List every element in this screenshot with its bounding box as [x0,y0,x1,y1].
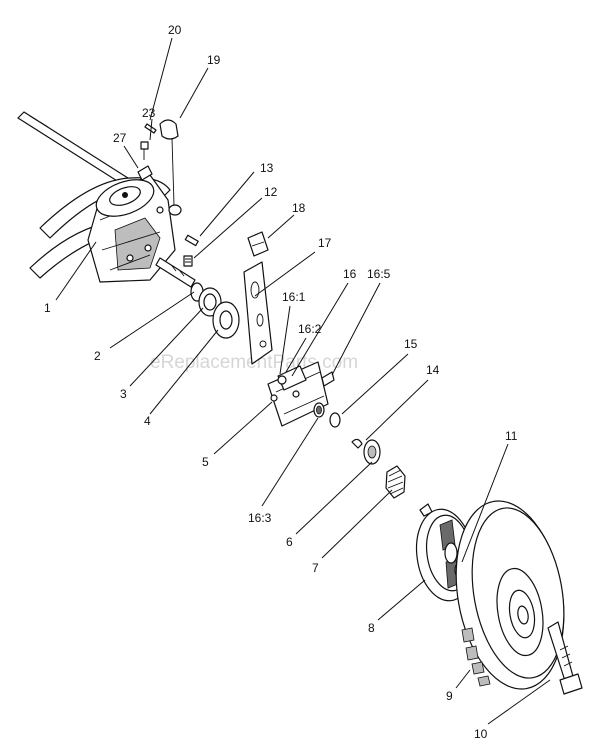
label-13: 13 [260,161,274,175]
label-16-3: 16:3 [248,511,272,525]
label-11: 11 [505,429,518,443]
label-6: 6 [286,535,293,549]
label-16: 16 [343,267,357,281]
label-17: 17 [318,236,332,250]
shift-linkage-parts [137,119,182,216]
label-15: 15 [404,337,418,351]
bracket-part-18 [247,231,269,257]
wheel-bolt [547,621,583,695]
label-1: 1 [44,301,51,315]
label-23: 23 [142,106,156,120]
callout-labels: 20 19 23 27 13 12 18 17 16 16:5 16:1 16:… [44,23,518,741]
label-20: 20 [168,23,182,37]
label-18: 18 [292,201,306,215]
label-8: 8 [368,621,375,635]
label-27: 27 [113,131,127,145]
label-16-5: 16:5 [367,267,391,281]
label-10: 10 [474,727,488,741]
label-16-1: 16:1 [282,290,306,304]
height-adjust-assembly [267,361,335,427]
label-7: 7 [312,561,319,575]
label-12: 12 [264,185,278,199]
key-and-screw [183,234,199,267]
label-16-2: 16:2 [298,322,322,336]
plate-part-17 [243,261,273,365]
leader-lines [55,37,551,725]
label-9: 9 [446,689,453,703]
label-5: 5 [202,455,209,469]
label-3: 3 [120,387,127,401]
pinion-gear [385,465,406,499]
label-4: 4 [144,414,151,428]
label-19: 19 [207,53,221,67]
label-2: 2 [94,349,101,363]
label-14: 14 [426,363,440,377]
washers-bearings [190,282,240,339]
spacer-and-pawl [329,412,381,465]
transmission-gearbox [17,111,196,288]
rear-wheel [455,500,565,690]
